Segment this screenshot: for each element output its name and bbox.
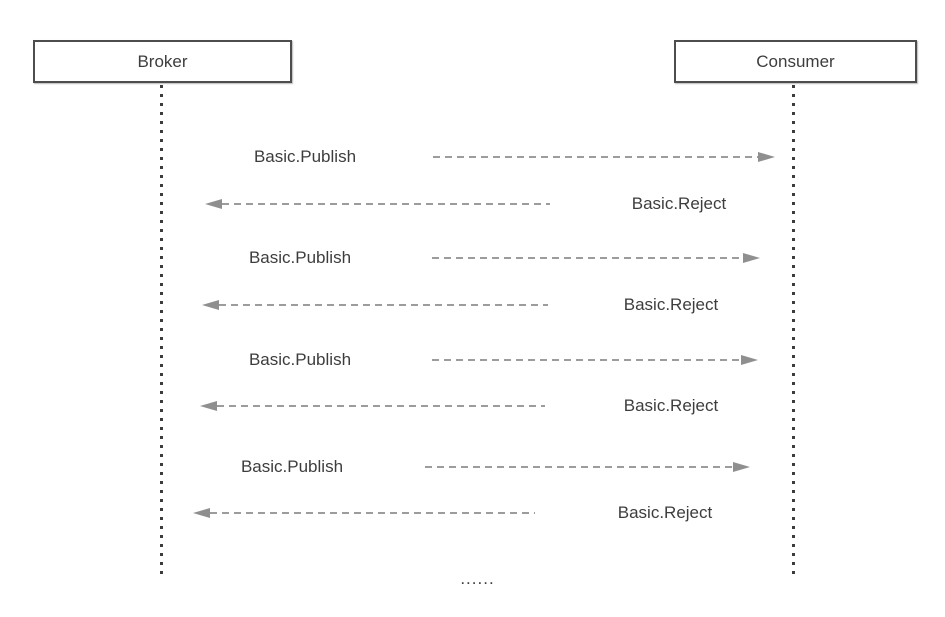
- arrow-head-right-icon: [743, 253, 760, 263]
- arrow-head-left-icon: [200, 401, 217, 411]
- arrow-head-left-icon: [202, 300, 219, 310]
- dashed-arrow-line: [210, 512, 535, 514]
- arrow-head-left-icon: [205, 199, 222, 209]
- arrow-head-right-icon: [758, 152, 775, 162]
- message-publish-row-2: Basic.Publish: [0, 247, 945, 269]
- dashed-arrow-line: [432, 257, 743, 259]
- message-label-reject-2: Basic.Reject: [623, 295, 719, 314]
- message-label-publish-2: Basic.Publish: [248, 248, 352, 267]
- message-publish-row-1: Basic.Publish: [0, 146, 945, 168]
- dashed-arrow-line: [425, 466, 733, 468]
- dashed-arrow-line: [432, 359, 741, 361]
- dashed-arrow-line: [219, 304, 548, 306]
- message-reject-row-1: Basic.Reject: [0, 193, 945, 215]
- message-label-publish-3: Basic.Publish: [248, 350, 352, 369]
- message-reject-row-3: Basic.Reject: [0, 395, 945, 417]
- dashed-arrow-line: [433, 156, 758, 158]
- actor-label-consumer: Consumer: [756, 51, 835, 71]
- message-label-reject-4: Basic.Reject: [617, 503, 713, 522]
- message-publish-row-4: Basic.Publish: [0, 456, 945, 478]
- message-publish-row-3: Basic.Publish: [0, 349, 945, 371]
- message-reject-row-2: Basic.Reject: [0, 294, 945, 316]
- message-label-reject-1: Basic.Reject: [631, 194, 727, 213]
- arrow-head-left-icon: [193, 508, 210, 518]
- arrow-head-right-icon: [733, 462, 750, 472]
- dashed-arrow-line: [222, 203, 550, 205]
- actor-box-consumer: Consumer: [674, 40, 917, 83]
- message-label-publish-1: Basic.Publish: [253, 147, 357, 166]
- continuation-ellipsis: ......: [460, 569, 495, 588]
- message-reject-row-4: Basic.Reject: [0, 502, 945, 524]
- dashed-arrow-line: [217, 405, 545, 407]
- message-label-publish-4: Basic.Publish: [240, 457, 344, 476]
- arrow-head-right-icon: [741, 355, 758, 365]
- actor-label-broker: Broker: [137, 51, 188, 71]
- lifeline-consumer: [792, 85, 795, 578]
- actor-box-broker: Broker: [33, 40, 292, 83]
- message-label-reject-3: Basic.Reject: [623, 396, 719, 415]
- lifeline-broker: [160, 85, 163, 578]
